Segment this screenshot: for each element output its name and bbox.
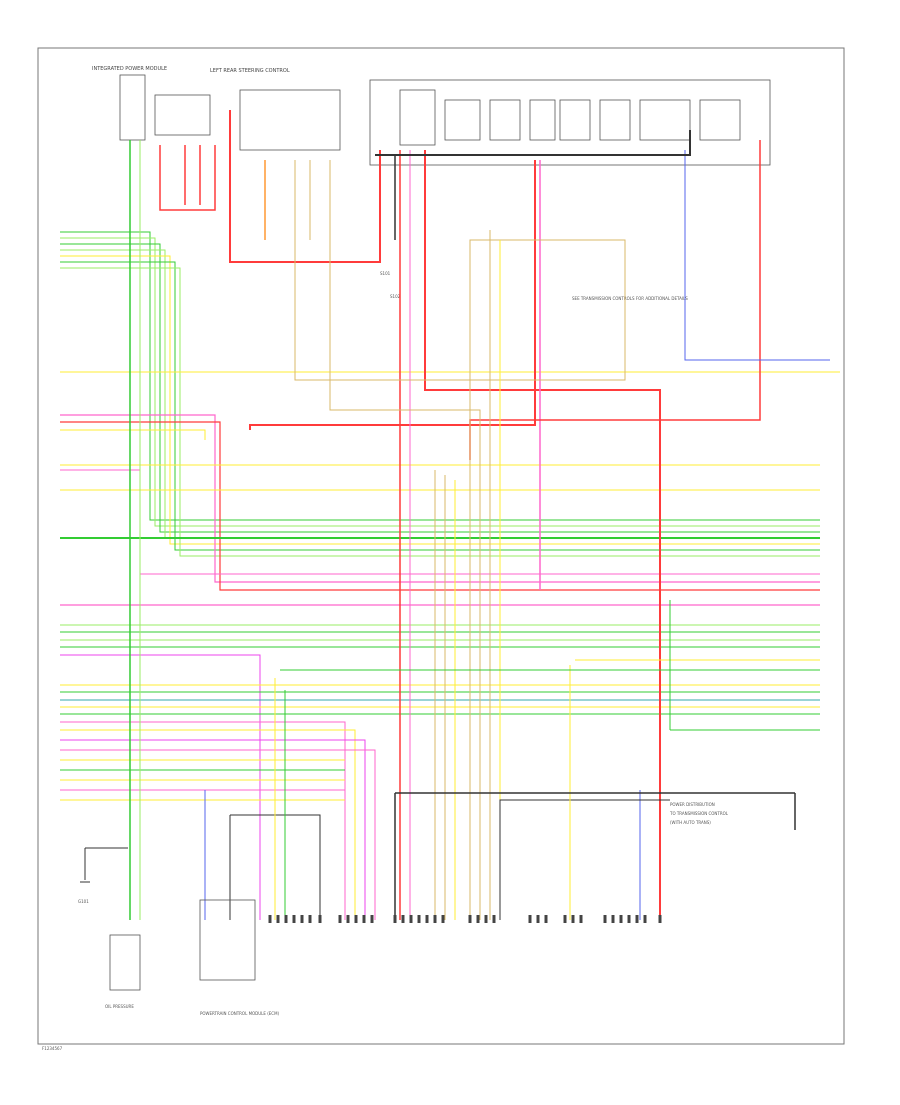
wire-46 — [294, 160, 626, 920]
wire-47 — [329, 160, 481, 920]
connector-pin-18 — [433, 915, 437, 923]
wire-60 — [230, 814, 321, 920]
ground-label: G101 — [78, 899, 89, 904]
wire-21 — [60, 654, 261, 920]
steering-header: LEFT REAR STEERING CONTROL — [210, 68, 290, 74]
wire-63 — [499, 799, 670, 920]
note-2: TO TRANSMISSION CONTROL — [669, 811, 729, 816]
connector-pin-12 — [370, 915, 374, 923]
wire-41 — [249, 160, 536, 430]
connector-pin-19 — [441, 915, 445, 923]
connector-pin-32 — [619, 915, 623, 923]
connector-pin-26 — [544, 915, 548, 923]
wire-40 — [424, 150, 661, 920]
connector-pin-23 — [492, 915, 496, 923]
note-1: POWER DISTRIBUTION — [670, 802, 715, 807]
connector-pin-13 — [393, 915, 397, 923]
wire-36 — [229, 110, 381, 263]
connector-pin-8 — [338, 915, 342, 923]
wire-9 — [60, 414, 820, 583]
side-note: SEE TRANSMISSION CONTROLS FOR ADDITIONAL… — [572, 296, 688, 301]
wire-37 — [159, 145, 216, 211]
connector-pin-34 — [635, 915, 639, 923]
wire-3 — [60, 243, 820, 533]
connector-pin-3 — [284, 915, 288, 923]
connector-pin-6 — [308, 915, 312, 923]
wires — [60, 110, 840, 920]
connector-pin-35 — [643, 915, 647, 923]
wire-30 — [60, 749, 376, 920]
wire-2 — [60, 237, 820, 527]
wire-11 — [60, 429, 206, 440]
connector-pin-11 — [362, 915, 366, 923]
connector-pin-10 — [354, 915, 358, 923]
footer-code: F1234567 — [42, 1046, 63, 1051]
diagram-frame — [37, 47, 845, 1045]
pcm-box-left — [199, 899, 256, 981]
splice-left: S101 — [380, 271, 391, 276]
wire-58 — [375, 130, 691, 156]
pcm-label: POWERTRAIN CONTROL MODULE (ECM) — [200, 1011, 280, 1016]
wire-15 — [60, 469, 820, 575]
connector-pin-29 — [579, 915, 583, 923]
connector-pin-28 — [571, 915, 575, 923]
bottom-connectors — [268, 915, 662, 923]
connector-pin-1 — [268, 915, 272, 923]
oil-pressure-label: OIL PRESSURE — [105, 1004, 134, 1009]
connector-pin-24 — [528, 915, 532, 923]
wire-6 — [60, 261, 820, 551]
wire-28 — [60, 729, 356, 920]
wire-29 — [60, 739, 366, 920]
connector-pin-15 — [409, 915, 413, 923]
wire-10 — [60, 421, 820, 591]
connector-pin-21 — [476, 915, 480, 923]
connector-pin-27 — [563, 915, 567, 923]
wire-4 — [60, 249, 820, 539]
note-3: (WITH AUTO TRANS) — [670, 820, 711, 825]
connector-pin-25 — [536, 915, 540, 923]
wire-1 — [60, 231, 820, 521]
wire-27 — [60, 721, 346, 920]
top-components — [119, 74, 771, 166]
connector-pin-17 — [425, 915, 429, 923]
splice-right: S102 — [390, 294, 401, 299]
wire-5 — [60, 255, 820, 545]
connector-pin-16 — [417, 915, 421, 923]
wire-7 — [60, 267, 820, 557]
connector-pin-14 — [401, 915, 405, 923]
connector-pin-5 — [300, 915, 304, 923]
module-label: INTEGRATED POWER MODULE — [92, 66, 167, 72]
connector-pin-20 — [468, 915, 472, 923]
connector-pin-36 — [658, 915, 662, 923]
connector-pin-9 — [346, 915, 350, 923]
connector-pin-33 — [627, 915, 631, 923]
oil-pressure-switch-box — [109, 934, 141, 991]
connector-pin-30 — [603, 915, 607, 923]
connector-pin-2 — [276, 915, 280, 923]
connector-pin-4 — [292, 915, 296, 923]
connector-pin-7 — [318, 915, 322, 923]
ground-symbol — [80, 847, 128, 883]
wire-55 — [684, 150, 830, 361]
connector-pin-22 — [484, 915, 488, 923]
connector-pin-31 — [611, 915, 615, 923]
